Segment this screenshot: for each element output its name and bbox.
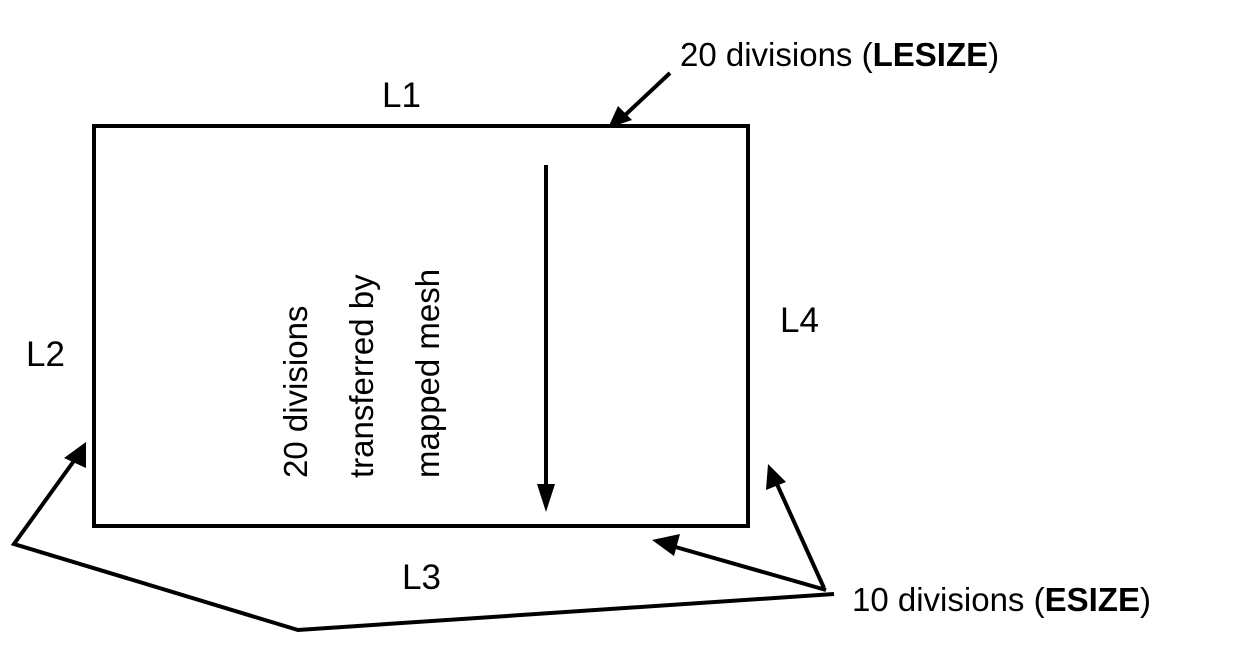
esize-suffix: ) — [1140, 581, 1151, 618]
mapped-mesh-note: 20 divisions transferred by mapped mesh — [277, 269, 446, 478]
lesize-prefix: 20 divisions ( — [680, 36, 873, 73]
esize-annotation: 10 divisions (ESIZE) — [852, 581, 1151, 618]
mapped-note-line-2: transferred by — [343, 274, 380, 478]
esize-keyword: ESIZE — [1045, 581, 1140, 618]
esize-arrowhead-l2 — [64, 442, 86, 468]
lesize-arrowhead — [608, 106, 632, 128]
label-l2: L2 — [26, 335, 65, 374]
lesize-annotation: 20 divisions (LESIZE) — [680, 36, 999, 73]
mapped-note-line-1: 20 divisions — [277, 306, 314, 478]
mapping-arrowhead — [537, 484, 555, 512]
esize-leader-to-l4 — [774, 481, 826, 589]
esize-arrowhead-l4 — [766, 464, 786, 490]
esize-leader-to-l2 — [10, 456, 835, 633]
label-l4: L4 — [780, 301, 819, 340]
lesize-keyword: LESIZE — [873, 36, 989, 73]
lesize-leader-line — [620, 71, 672, 120]
esize-leader-to-l3 — [671, 544, 827, 592]
esize-prefix: 10 divisions ( — [852, 581, 1045, 618]
lesize-suffix: ) — [988, 36, 999, 73]
label-l3: L3 — [402, 558, 441, 597]
mapped-note-line-3: mapped mesh — [409, 269, 446, 478]
esize-arrowhead-l3 — [652, 534, 680, 556]
label-l1: L1 — [382, 76, 421, 115]
